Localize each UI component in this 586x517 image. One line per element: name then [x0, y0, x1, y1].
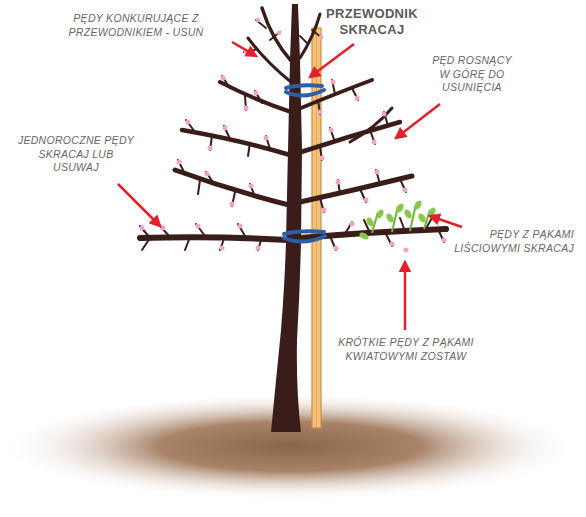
callout-label: JEDNOROCZNE PĘDY SKRACAJ LUB USUWAJ [16, 134, 136, 175]
blossoms [140, 18, 447, 253]
callout-label: PĘD ROSNĄCY W GÓRĘ DO USUNIĘCIA [428, 54, 516, 95]
leader-arrow [118, 42, 462, 330]
callout-label: KRÓTKIE PĘDY Z PĄKAMI KWIATOWYMI ZOSTAW [336, 336, 476, 363]
leaf-buds [358, 199, 437, 241]
callout-label: PĘDY KONKURUJĄCE Z PRZEWODNIKIEM - USUŃ [55, 12, 217, 39]
trunk [271, 4, 302, 432]
stake [312, 28, 321, 428]
callout-label: PĘDY Z PĄKAMI LIŚCIOWYMI SKRACAJ [446, 228, 574, 255]
callout-title: PRZEWODNIK SKRACAJ [322, 6, 422, 37]
tree-tie [284, 85, 325, 241]
